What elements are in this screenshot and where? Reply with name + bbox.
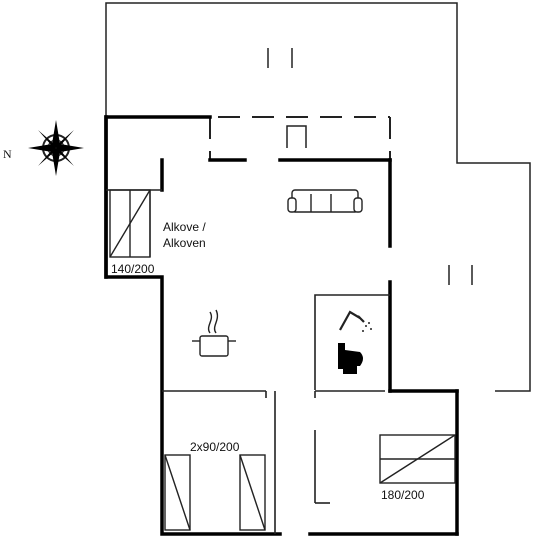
sofa-icon — [287, 189, 363, 213]
compass-rose-icon — [28, 120, 84, 176]
cooking-pot-icon — [192, 309, 236, 357]
alcove-bed-size: 140/200 — [111, 262, 155, 276]
bed-icon — [164, 454, 266, 531]
terrace-outline — [105, 2, 531, 392]
shower-drops — [362, 322, 372, 332]
walls — [104, 115, 459, 536]
fireplace — [286, 125, 307, 148]
bed-icon — [109, 189, 151, 258]
toilet-icon — [338, 343, 363, 374]
right-bedroom-bed-size: 180/200 — [381, 488, 425, 502]
alcove-label-line1: Alkove / — [163, 220, 206, 234]
dashed-upper-area — [209, 116, 391, 160]
left-bedroom-beds-size: 2x90/200 — [190, 440, 240, 454]
interior-walls — [106, 189, 390, 534]
alcove-label-line2: Alkoven — [163, 236, 206, 250]
compass-north-label: N — [3, 147, 12, 161]
shower-icon — [339, 310, 365, 331]
bed-icon — [379, 434, 456, 484]
